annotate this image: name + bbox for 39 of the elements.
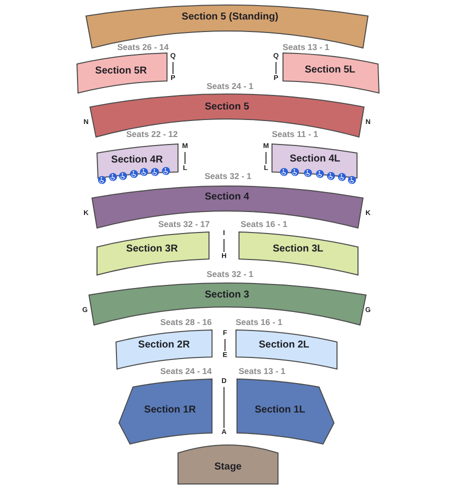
seating-section: [118, 378, 213, 445]
section-name: Section 4L: [290, 153, 340, 165]
section-name: Section 5 (Standing): [182, 11, 278, 23]
section-name: Section 5R: [95, 65, 147, 77]
seating-section: [235, 329, 338, 370]
section-name: Section 4R: [111, 154, 163, 166]
seat-range-label: Seats 22 - 12: [126, 130, 178, 140]
standing-area: [85, 4, 369, 49]
seat-range-label: Seats 32 - 1: [206, 270, 254, 280]
seating-section: [91, 185, 364, 229]
seating-section: [282, 52, 380, 94]
seat-range-label: Seats 13 - 1: [238, 367, 286, 377]
seat-range-label: Seats 32 - 17: [158, 220, 210, 230]
seat-range-label: Seats 11 - 1: [272, 130, 318, 140]
section-name: Section 3R: [126, 243, 178, 255]
seating-section: [89, 93, 365, 138]
seat-range-label: Seats 13 - 1: [282, 43, 330, 53]
seat-range-label: Seats 26 - 14: [117, 43, 169, 53]
seating-section: [236, 378, 335, 445]
seat-range-label: Seats 32 - 1: [204, 172, 252, 182]
stage-label: Stage: [214, 461, 242, 473]
section-name: Section 1R: [144, 404, 196, 416]
section-name: Section 5L: [304, 64, 356, 76]
section-name: Section 1L: [254, 404, 306, 416]
section-name: Section 5: [204, 101, 250, 113]
seating-section: [115, 329, 213, 370]
seating-section: [88, 282, 367, 326]
seating-section: [76, 52, 168, 94]
section-name: Section 2L: [258, 339, 310, 351]
seat-range-label: Seats 24 - 14: [160, 367, 212, 377]
seat-range-label: Seats 16 - 1: [236, 318, 282, 328]
section-name: Section 2R: [138, 339, 190, 351]
seat-range-label: Seats 16 - 1: [240, 220, 288, 230]
seat-range-label: Seats 24 - 1: [206, 82, 254, 92]
stage: [177, 444, 279, 485]
section-name: Section 4: [204, 191, 250, 203]
seat-range-label: Seats 28 - 16: [160, 318, 212, 328]
section-name: Section 3: [204, 289, 250, 301]
section-name: Section 3L: [272, 243, 324, 255]
